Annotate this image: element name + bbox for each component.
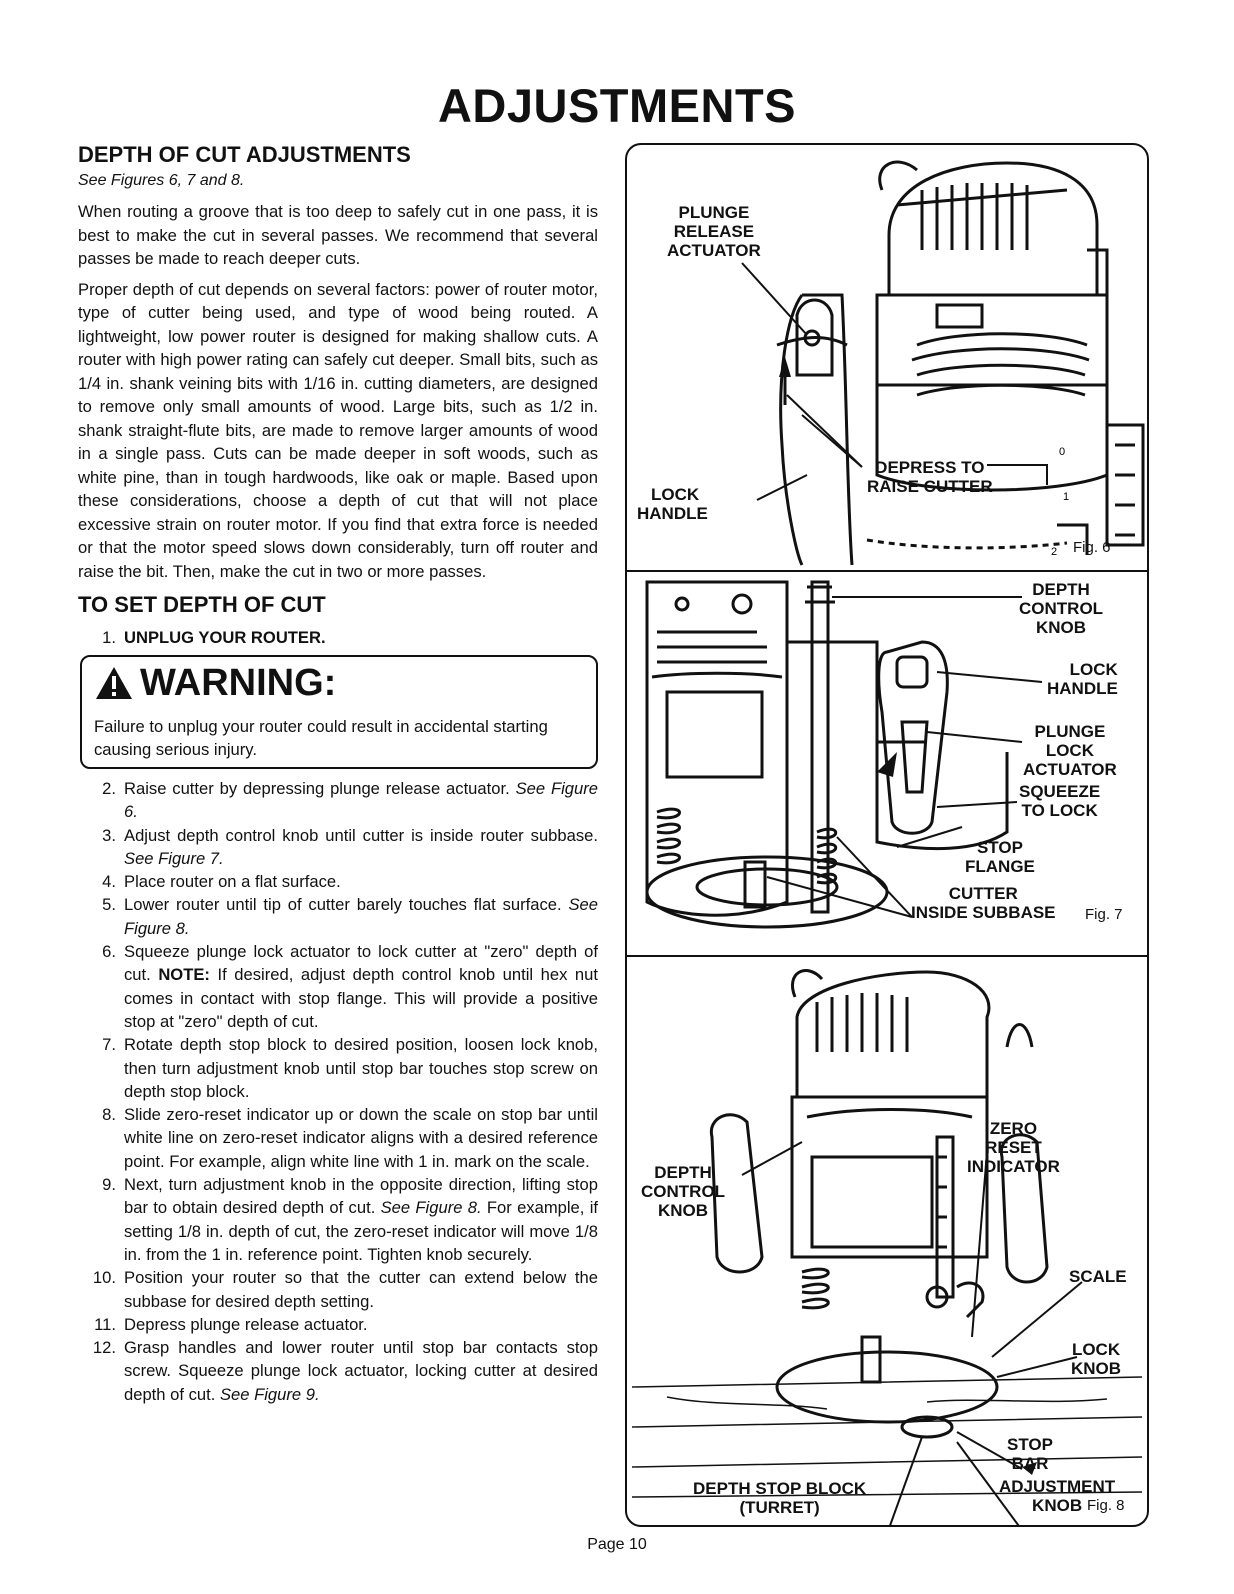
callout-depress-to-raise-cutter: DEPRESS TO RAISE CUTTER	[867, 458, 993, 496]
callout-squeeze-to-lock: SQUEEZE TO LOCK	[1019, 782, 1101, 820]
figure-8: ZERO RESET INDICATOR DEPTH CONTROL KNOB …	[627, 957, 1147, 1525]
list-item: 11. Depress plunge release actuator.	[78, 1313, 598, 1336]
callout-adjustment-knob: ADJUSTMENT KNOB	[999, 1477, 1116, 1515]
step-text: Depress plunge release actuator.	[124, 1314, 368, 1334]
callout-depth-stop-block: DEPTH STOP BLOCK (TURRET)	[693, 1479, 867, 1517]
callout-plunge-release-actuator: PLUNGE RELEASE ACTUATOR	[667, 203, 761, 260]
step-text-continued: For example, if setting 1/8 in. depth of…	[124, 1198, 598, 1264]
callout-scale: SCALE	[1069, 1267, 1127, 1286]
step-number: 12.	[92, 1338, 116, 1358]
left-column: DEPTH OF CUT ADJUSTMENTS See Figures 6, …	[78, 140, 598, 1406]
callout-lock-handle: LOCK HANDLE	[1047, 660, 1118, 698]
step-number: 3.	[102, 825, 116, 845]
scale-mark-0: 0	[1059, 446, 1065, 458]
callout-plunge-lock-actuator: PLUNGE LOCK ACTUATOR	[1023, 722, 1117, 779]
router-top-illustration: 0 1 2	[741, 160, 1145, 566]
step-number: 10.	[92, 1268, 116, 1288]
steps-list: 2. Raise cutter by depressing plunge rel…	[78, 777, 598, 1406]
warning-header: WARNING:	[94, 659, 584, 707]
step-number: 7.	[102, 1035, 116, 1055]
step-number: 8.	[102, 1105, 116, 1125]
list-item: 2. Raise cutter by depressing plunge rel…	[78, 777, 598, 824]
list-item: 4. Place router on a flat surface.	[78, 870, 598, 893]
callout-stop-bar: STOP BAR	[1007, 1435, 1053, 1473]
step-1: 1. UNPLUG YOUR ROUTER.	[78, 626, 598, 649]
warning-box: WARNING: Failure to unplug your router c…	[80, 655, 598, 769]
intro-paragraph: When routing a groove that is too deep t…	[78, 202, 598, 268]
step-text: Grasp handles and lower router until sto…	[124, 1338, 598, 1404]
step-text: Place router on a flat surface.	[124, 872, 341, 892]
depth-factors-paragraph: Proper depth of cut depends on several f…	[78, 279, 598, 581]
figure-7-label: Fig. 7	[1085, 906, 1123, 923]
step-text: Next, turn adjustment knob in the opposi…	[124, 1175, 598, 1218]
step-text: Squeeze plunge lock actuator to lock cut…	[124, 942, 598, 985]
scale-mark-1: 1	[1063, 491, 1069, 503]
list-item: 5. Lower router until tip of cutter bare…	[78, 893, 598, 940]
step-number: 11.	[94, 1314, 116, 1334]
list-item: 8. Slide zero-reset indicator up or down…	[78, 1103, 598, 1173]
callout-depth-control-knob: DEPTH CONTROL KNOB	[1019, 580, 1104, 637]
list-item: 7. Rotate depth stop block to desired po…	[78, 1033, 598, 1103]
page-title: ADJUSTMENTS	[437, 79, 797, 132]
callout-cutter-inside-subbase: CUTTER INSIDE SUBBASE	[911, 884, 1056, 922]
page-number: Page 10	[587, 1536, 647, 1553]
section-heading: DEPTH OF CUT ADJUSTMENTS	[78, 142, 411, 167]
note-text: If desired, adjust depth control knob un…	[124, 965, 598, 1031]
figure-reference: See Figure 7.	[124, 848, 224, 868]
step-number: 4.	[102, 872, 116, 892]
callout-stop-flange: STOP FLANGE	[965, 838, 1035, 876]
figure-reference: See Figure 8.	[124, 895, 598, 938]
subsection-heading: TO SET DEPTH OF CUT	[78, 592, 326, 617]
step-number: 6.	[102, 942, 116, 962]
step-text: Adjust depth control knob until cutter i…	[124, 825, 598, 845]
step-number: 5.	[102, 895, 116, 915]
step-1-text: UNPLUG YOUR ROUTER.	[124, 628, 326, 647]
figure-reference: See Figure 6.	[124, 779, 598, 822]
figure-reference: See Figure 9.	[219, 1384, 320, 1404]
router-depth-stop-illustration	[631, 969, 1143, 1525]
step-number: 2.	[102, 779, 116, 798]
warning-triangle-icon	[96, 667, 132, 699]
see-figures-note: See Figures 6, 7 and 8.	[78, 172, 245, 189]
figure-reference: See Figure 8.	[380, 1198, 482, 1218]
figure-6: 0 1 2 PLUNGE RELEASE ACTUATOR DEPRESS TO…	[627, 145, 1147, 570]
callout-zero-reset-indicator: ZERO RESET INDICATOR	[967, 1119, 1060, 1176]
list-item: 3. Adjust depth control knob until cutte…	[78, 824, 598, 871]
step-text: Lower router until tip of cutter barely …	[124, 895, 562, 915]
figure-divider	[627, 955, 1147, 957]
step-text: Rotate depth stop block to desired posit…	[124, 1035, 598, 1101]
scale-mark-2: 2	[1051, 546, 1057, 558]
step-text: Raise cutter by depressing plunge releas…	[124, 779, 510, 798]
note-label: NOTE:	[158, 965, 210, 985]
figure-7: DEPTH CONTROL KNOB LOCK HANDLE PLUNGE LO…	[627, 572, 1147, 955]
list-item: 10. Position your router so that the cut…	[78, 1266, 598, 1313]
callout-depth-control-knob: DEPTH CONTROL KNOB	[641, 1163, 726, 1220]
warning-text: Failure to unplug your router could resu…	[94, 717, 548, 759]
figure-frame: 0 1 2 PLUNGE RELEASE ACTUATOR DEPRESS TO…	[625, 143, 1149, 1527]
list-item: 6. Squeeze plunge lock actuator to lock …	[78, 940, 598, 1033]
list-item: 9. Next, turn adjustment knob in the opp…	[78, 1173, 598, 1266]
callout-lock-handle: LOCK HANDLE	[637, 485, 708, 523]
figure-divider	[627, 570, 1147, 572]
callout-lock-knob: LOCK KNOB	[1071, 1340, 1122, 1378]
list-item: 12. Grasp handles and lower router until…	[78, 1336, 598, 1406]
step-text: Position your router so that the cutter …	[124, 1268, 598, 1311]
warning-title: WARNING:	[140, 661, 337, 704]
router-closeup-illustration	[645, 580, 1043, 929]
figure-8-label: Fig. 8	[1087, 1497, 1125, 1514]
step-number: 1.	[102, 628, 116, 647]
step-text: Slide zero-reset indicator up or down th…	[124, 1105, 598, 1171]
step-number: 9.	[102, 1175, 116, 1195]
figure-6-label: Fig. 6	[1073, 539, 1111, 556]
